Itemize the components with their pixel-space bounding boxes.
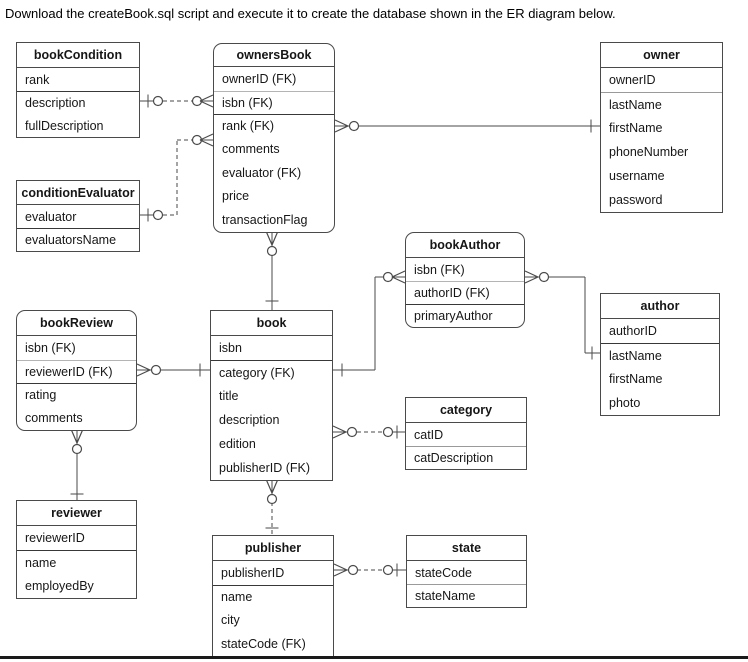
table-bookAuthor: bookAuthor isbn (FK) authorID (FK)primaryA… [405, 232, 525, 328]
table-field: catDescription [406, 446, 526, 469]
table-name: state [407, 536, 526, 561]
table-field: firstName [609, 372, 663, 386]
table-field: password [609, 193, 663, 207]
table-field: primaryAuthor [406, 304, 524, 327]
table-field: stateCode [415, 565, 472, 580]
table-field: username [609, 169, 665, 183]
table-field: name [17, 550, 136, 574]
table-field: edition [219, 437, 256, 451]
table-field: photo [609, 396, 641, 410]
table-field: ownerID [609, 73, 656, 87]
table-field: stateName [407, 584, 526, 607]
table-state: state stateCode stateName [406, 535, 527, 608]
table-field: publisherID (FK) [219, 461, 310, 475]
table-name: category [406, 398, 526, 423]
table-name: reviewer [17, 501, 136, 526]
table-field: description [219, 413, 280, 427]
table-name: author [601, 294, 719, 319]
table-conditionEvaluator: conditionEvaluator evaluator evaluatorsNam… [16, 180, 140, 252]
table-owner: owner ownerID lastName firstName phoneNumber… [600, 42, 723, 213]
page-divider [0, 656, 748, 659]
table-name: bookCondition [17, 43, 139, 68]
table-name: publisher [213, 536, 333, 561]
table-field: stateCode (FK) [221, 636, 306, 651]
table-field: evaluatorsName [17, 228, 139, 251]
table-name: ownersBook [214, 44, 334, 67]
table-field: reviewerID [25, 531, 85, 545]
table-field: authorID (FK) [406, 281, 524, 304]
table-field: ownerID (FK) [222, 71, 297, 86]
table-field: rank (FK) [214, 114, 334, 138]
table-name: book [211, 311, 332, 336]
table-reviewer: reviewer reviewerID name employedBy [16, 500, 137, 599]
table-book: book isbn category (FK) title description edi… [210, 310, 333, 481]
table-field: comments [25, 411, 83, 426]
table-field: evaluator [25, 209, 77, 224]
table-bookReview: bookReview isbn (FK) reviewerID (FK)rating… [16, 310, 137, 431]
table-field: reviewerID (FK) [17, 359, 136, 384]
table-field: city [221, 613, 240, 628]
table-name: owner [601, 43, 722, 68]
table-field: lastName [601, 343, 719, 367]
table-field: title [219, 389, 239, 403]
table-field: rating [17, 383, 136, 407]
table-field: employedBy [25, 579, 94, 593]
table-field: fullDescription [25, 118, 104, 133]
table-category: category catID catDescription [405, 397, 527, 470]
table-author: author authorID lastName firstName photo [600, 293, 720, 416]
table-field: price [222, 189, 250, 204]
table-field: catID [414, 427, 444, 442]
table-name: bookReview [17, 311, 136, 336]
table-field: comments [222, 142, 280, 157]
table-field: publisherID [221, 565, 285, 580]
table-field: isbn (FK) [214, 90, 334, 115]
table-ownersBook: ownersBook ownerID (FK) isbn (FK)rank (FK)… [213, 43, 335, 233]
table-field: name [213, 584, 333, 609]
table-field: firstName [609, 121, 663, 135]
table-field: description [17, 91, 139, 114]
table-field: category (FK) [211, 360, 332, 384]
table-name: bookAuthor [406, 233, 524, 258]
table-field: rank [25, 72, 50, 87]
table-field: evaluator (FK) [222, 165, 302, 180]
table-field: isbn (FK) [414, 262, 465, 277]
table-field: isbn [219, 341, 242, 355]
table-field: transactionFlag [222, 212, 308, 227]
table-field: authorID [609, 324, 657, 338]
instruction-text: Download the createBook.sql script and e… [5, 6, 616, 21]
table-field: isbn (FK) [25, 340, 76, 355]
table-publisher: publisher publisherID name city stateCode (F… [212, 535, 334, 657]
table-bookCondition: bookCondition rank description fullDescript… [16, 42, 140, 138]
table-name: conditionEvaluator [17, 181, 139, 205]
table-field: phoneNumber [609, 145, 689, 159]
table-field: lastName [601, 92, 722, 116]
